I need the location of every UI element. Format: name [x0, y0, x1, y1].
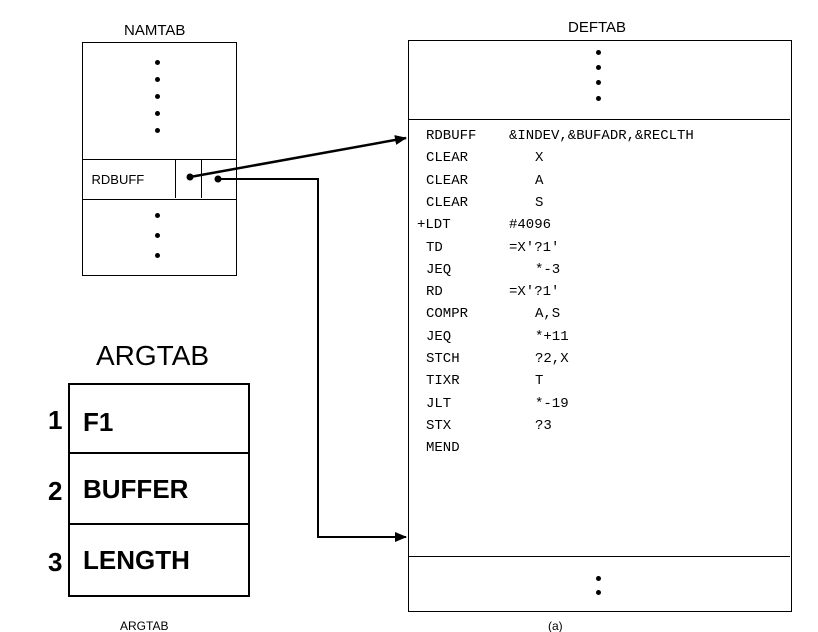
deftab-divider-bottom	[409, 556, 790, 557]
argtab-value: F1	[83, 407, 114, 437]
deftab-op: CLEAR	[426, 150, 469, 167]
namtab-entry-row: RDBUFF	[81, 159, 237, 200]
argtab-index: 3	[48, 547, 63, 577]
deftab-divider-top	[409, 119, 790, 120]
deftab-operand: =X'?1'	[509, 284, 560, 301]
deftab-title: DEFTAB	[568, 19, 627, 36]
argtab-title: ARGTAB	[96, 340, 210, 371]
deftab-op: CLEAR	[426, 172, 469, 189]
figure-label: (a)	[548, 621, 563, 632]
deftab-operand: ?2,X	[535, 351, 569, 367]
namtab-ellipsis-bottom	[155, 233, 160, 238]
deftab-op: TD	[426, 239, 443, 256]
deftab-operand: A,S	[535, 306, 561, 323]
namtab-title: NAMTAB	[124, 22, 186, 39]
deftab-op: JLT	[426, 395, 452, 412]
deftab-op: JEQ	[426, 328, 452, 345]
argtab-value: LENGTH	[83, 545, 190, 575]
deftab-op: RDBUFF	[426, 128, 477, 144]
deftab-operand: =X'?1'	[509, 239, 560, 256]
deftab-op: STX	[426, 417, 452, 434]
deftab-operand: #4096	[509, 217, 552, 234]
deftab-op: JEQ	[426, 261, 452, 278]
deftab-ellipsis-top	[596, 96, 601, 101]
argtab-cell: LENGTH	[68, 525, 250, 597]
argtab-cell: BUFFER	[68, 454, 250, 525]
deftab-op: STCH	[426, 351, 460, 367]
deftab-op: +LDT	[417, 217, 451, 234]
argtab-index: 2	[48, 476, 63, 506]
namtab-table: RDBUFF	[81, 42, 237, 276]
deftab-ellipsis-top	[596, 65, 601, 70]
deftab-operand: X	[535, 150, 544, 167]
deftab-op: RD	[426, 284, 443, 301]
namtab-ellipsis-top	[155, 77, 160, 82]
namtab-entry-name: RDBUFF	[91, 172, 145, 187]
deftab-op: CLEAR	[426, 194, 469, 211]
deftab-op: TIXR	[426, 373, 460, 390]
deftab-operand: *-19	[535, 395, 569, 412]
deftab-ellipsis-bottom	[596, 576, 601, 581]
namtab-ellipsis-top	[155, 60, 160, 65]
deftab-op: COMPR	[426, 306, 469, 323]
namtab-ellipsis-top	[155, 94, 160, 99]
pointer-to-definition-end	[218, 178, 407, 542]
argtab-index: 1	[48, 405, 63, 435]
deftab-ellipsis-bottom	[596, 590, 601, 595]
deftab-op: MEND	[426, 440, 460, 457]
deftab-ellipsis-top	[596, 80, 601, 85]
deftab-operand: S	[535, 194, 544, 211]
deftab-ellipsis-top	[596, 50, 601, 55]
deftab-operand: A	[535, 172, 544, 189]
namtab-ellipsis-bottom	[155, 253, 160, 258]
deftab-operand: *+11	[535, 328, 569, 345]
argtab-caption: ARGTAB	[120, 621, 169, 632]
namtab-ellipsis-bottom	[155, 213, 160, 218]
deftab-operand: *-3	[535, 261, 561, 278]
namtab-ellipsis-top	[155, 111, 160, 116]
deftab-table: RDBUFF&INDEV,&BUFADR,&RECLTH CLEAR X CLEAR A…	[408, 40, 792, 612]
deftab-operand: ?3	[535, 417, 552, 434]
pointer-to-definition-start	[189, 135, 407, 179]
argtab-cell: F1	[68, 383, 250, 454]
deftab-operand: &INDEV,&BUFADR,&RECLTH	[509, 128, 694, 144]
deftab-operand: T	[535, 373, 544, 390]
argtab-value: BUFFER	[83, 474, 189, 504]
namtab-pointer-cell-start	[174, 160, 202, 198]
namtab-ellipsis-top	[155, 128, 160, 133]
